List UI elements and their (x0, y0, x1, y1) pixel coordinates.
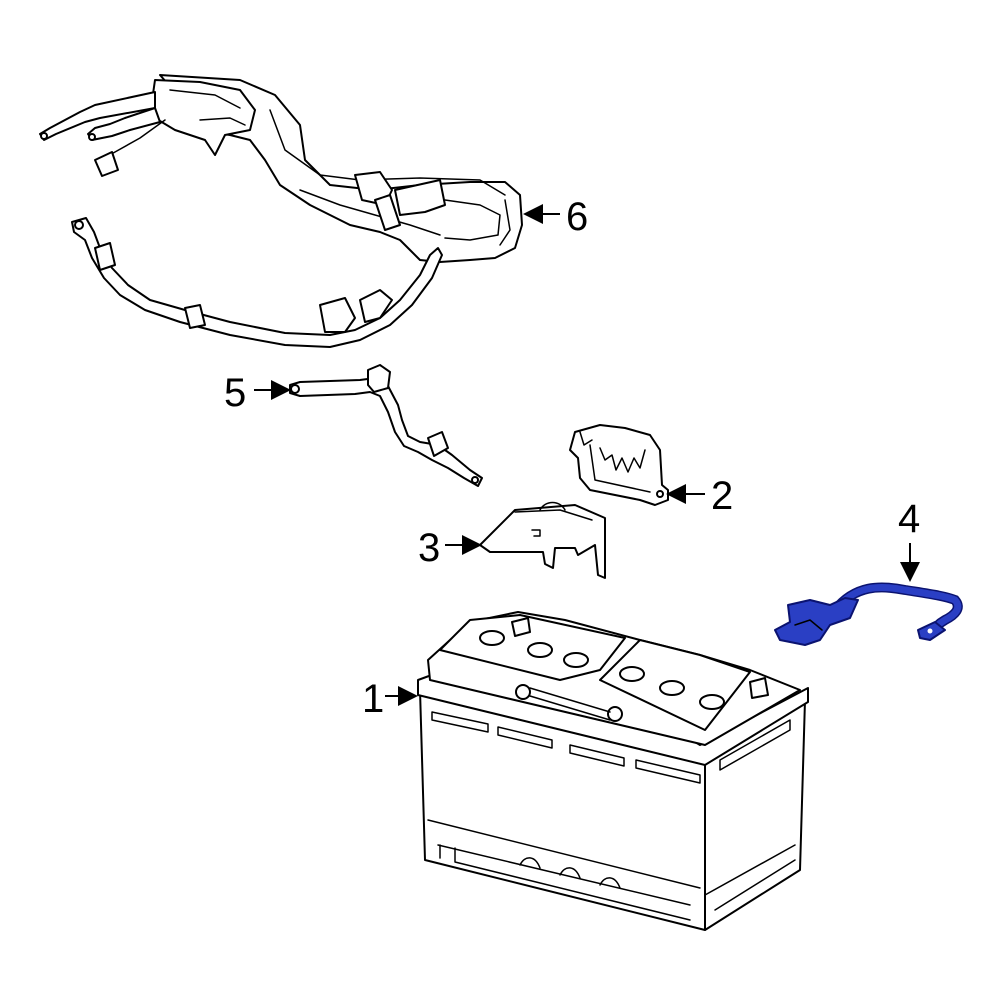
part-4-battery-cable-highlighted[interactable] (774, 582, 963, 646)
part-6-wiring-harness[interactable] (39, 74, 523, 348)
callout-4: 4 (898, 497, 920, 541)
callout-arrows (254, 204, 920, 706)
callout-5: 5 (224, 371, 246, 415)
part-1-battery[interactable] (417, 611, 809, 931)
callout-2: 2 (711, 474, 733, 518)
part-5-battery-cable[interactable] (289, 364, 483, 487)
callout-6: 6 (566, 195, 588, 239)
part-3-terminal-cover[interactable] (479, 501, 606, 579)
callout-1: 1 (362, 677, 384, 721)
callout-3: 3 (418, 526, 440, 570)
part-2-bracket[interactable] (569, 424, 669, 506)
